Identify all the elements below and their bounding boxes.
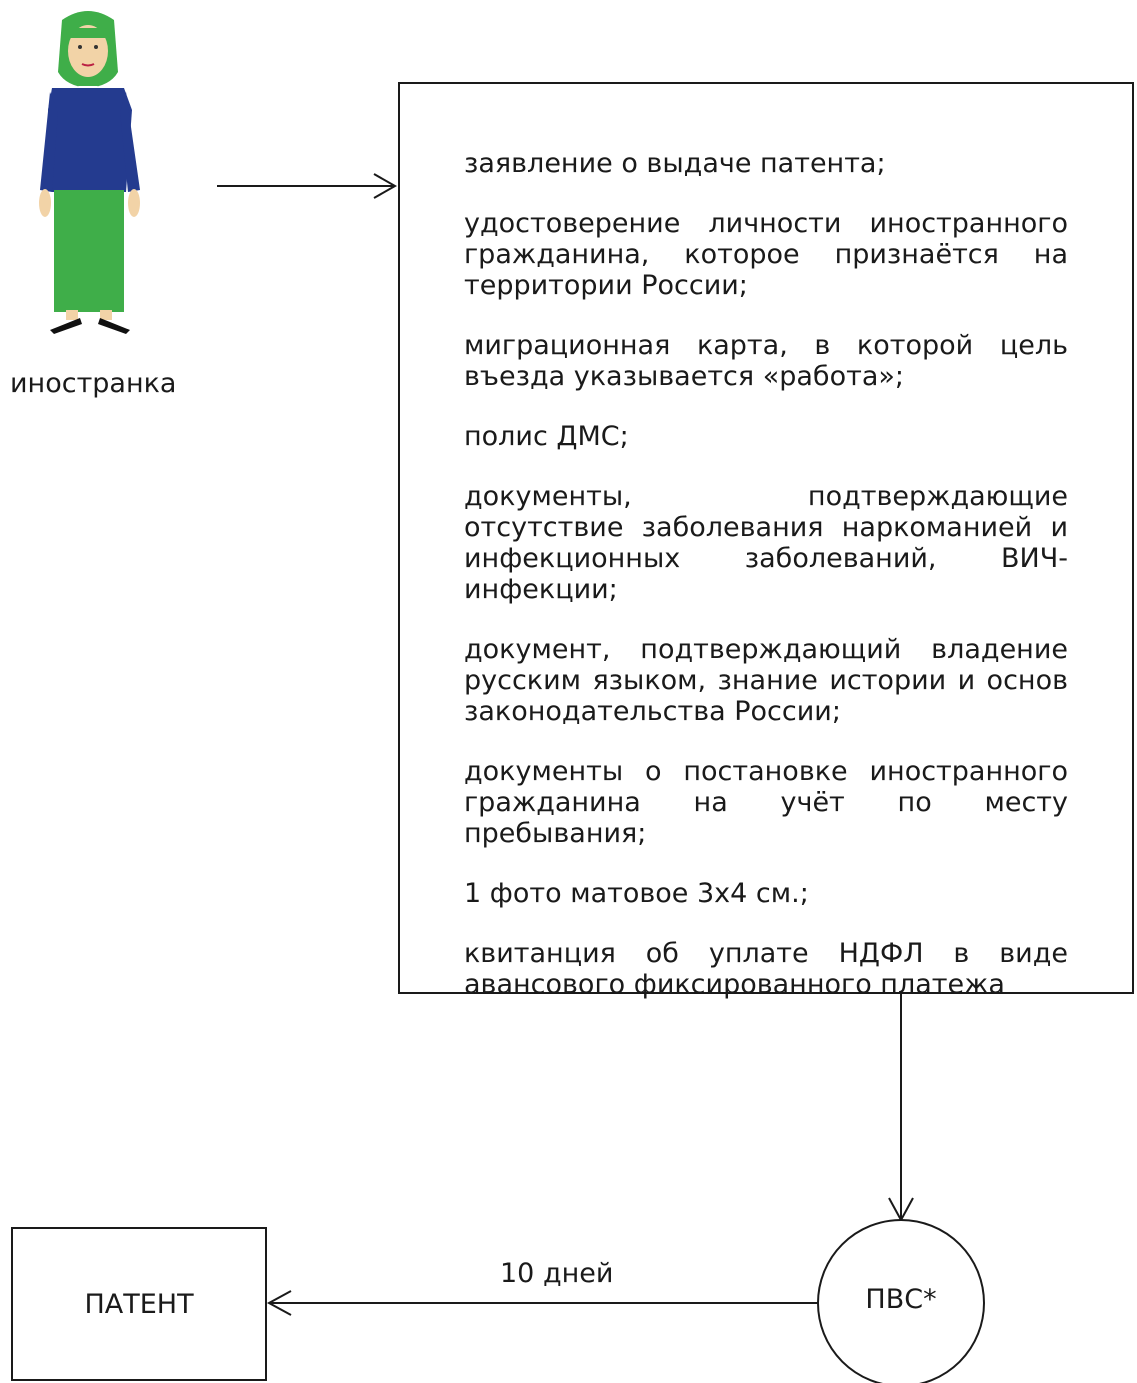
woman-figure-icon	[39, 11, 140, 334]
documents-box	[398, 82, 1134, 994]
document-item: 1 фото матовое 3х4 см.;	[464, 878, 809, 909]
patent-box: ПАТЕНТ	[11, 1227, 267, 1381]
document-item: документы о постановке иностранного граж…	[464, 756, 1068, 849]
document-item: заявление о выдаче патента;	[464, 148, 886, 179]
document-item: документы, подтверждающие отсутствие заб…	[464, 481, 1068, 605]
patent-label: ПАТЕНТ	[84, 1288, 194, 1320]
person-label: иностранка	[10, 368, 177, 399]
document-item: удостоверение личности иностранного граж…	[464, 208, 1068, 301]
duration-label: 10 дней	[500, 1258, 614, 1289]
document-item: квитанция об уплате НДФЛ в виде авансово…	[464, 938, 1068, 1000]
document-item: полис ДМС;	[464, 421, 629, 452]
document-item: документ, подтверждающий владение русски…	[464, 634, 1068, 727]
arrow-to-documents	[217, 173, 398, 199]
arrow-to-patent	[266, 1290, 818, 1316]
document-item: миграционная карта, в которой цель въезд…	[464, 330, 1068, 392]
documents-list: заявление о выдаче патента; удостоверени…	[464, 148, 1068, 1029]
office-label: ПВС*	[865, 1284, 937, 1315]
